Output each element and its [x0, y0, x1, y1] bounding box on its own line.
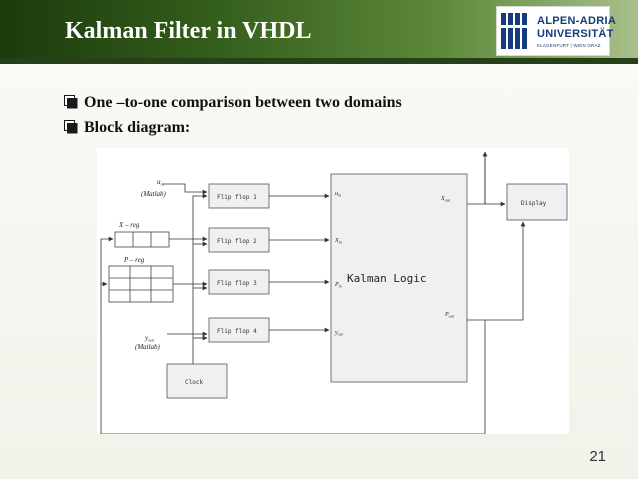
u-in-input-label: uin — [157, 178, 165, 187]
logo-line-1: ALPEN-ADRIA — [537, 15, 617, 27]
flip-flop-3 — [208, 269, 270, 295]
title-bar-band — [0, 58, 638, 64]
p-register — [108, 265, 174, 303]
clock-label: Clock — [185, 379, 203, 386]
port-u-in: uin — [335, 191, 341, 198]
port-y-out: yout — [334, 330, 344, 337]
slide-title: Kalman Filter in VHDL — [65, 18, 312, 44]
flip-flop-4-label: Flip flop 4 — [217, 328, 257, 335]
logo-subline: KLAGENFURT | WIEN GRAZ — [537, 43, 601, 48]
bullet-item: One –to-one comparison between two domai… — [64, 94, 402, 112]
display-label: Display — [521, 200, 547, 207]
university-logo: ALPEN-ADRIA UNIVERSITÄT KLAGENFURT | WIE… — [496, 6, 616, 56]
x-register — [114, 231, 170, 248]
logo-line-2: UNIVERSITÄT — [537, 28, 614, 40]
checkbox-bullet-icon — [64, 120, 78, 134]
bullet-text: Block diagram: — [84, 119, 191, 136]
block-diagram: Flip flop 1 Flip flop 2 Flip flop 3 Flip… — [97, 148, 569, 435]
logo-emblem-icon — [501, 13, 527, 49]
x-reg-label: X – reg — [118, 221, 140, 229]
port-p-in: Pin — [334, 282, 342, 289]
page-number: 21 — [589, 448, 606, 465]
checkbox-bullet-icon — [64, 95, 78, 109]
kalman-logic-block — [330, 173, 468, 383]
flip-flop-2 — [208, 227, 270, 253]
display-block — [506, 183, 568, 221]
bullet-item: Block diagram: — [64, 119, 190, 137]
port-p-out: Pout — [444, 312, 455, 319]
bullet-text: One –to-one comparison between two domai… — [84, 94, 402, 111]
flip-flop-1-label: Flip flop 1 — [217, 194, 257, 201]
p-reg-label: P – reg — [123, 256, 145, 264]
flip-flop-3-label: Flip flop 3 — [217, 280, 257, 287]
clock-block — [166, 363, 228, 399]
port-x-out: Xout — [440, 196, 451, 203]
flip-flop-1 — [208, 183, 270, 209]
y-out-source-label: (Matlab) — [135, 343, 161, 351]
u-in-source-label: (Matlab) — [141, 190, 167, 198]
port-x-in: Xin — [334, 238, 342, 245]
y-out-input-label: yout — [144, 334, 155, 343]
flip-flop-2-label: Flip flop 2 — [217, 238, 257, 245]
kalman-logic-label: Kalman Logic — [347, 272, 426, 285]
